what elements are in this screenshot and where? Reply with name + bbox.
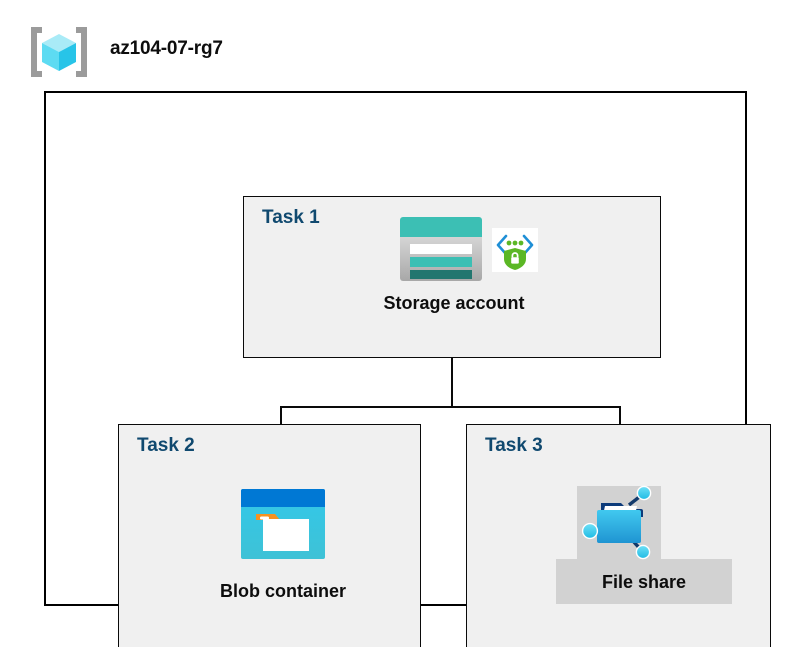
- file-share-icon: [581, 483, 661, 561]
- connector-storage-stem: [451, 323, 453, 408]
- file-share-label-highlight: [556, 559, 732, 604]
- resource-group-header: az104-07-rg7: [28, 24, 448, 82]
- resource-group-name: az104-07-rg7: [110, 38, 223, 59]
- storage-account-caption: Storage account: [383, 293, 525, 313]
- storage-account-icon: [398, 215, 484, 283]
- task-2-label: Task 2: [137, 435, 195, 456]
- task-3-label: Task 3: [485, 435, 543, 456]
- file-share-caption: File share: [601, 572, 687, 592]
- blob-container-caption: Blob container: [219, 581, 346, 601]
- secure-endpoint-icon: [492, 228, 538, 272]
- resource-group-boundary: Task 1: [44, 91, 771, 647]
- task-3-box: Task 3: [466, 424, 771, 647]
- resource-group-icon: [28, 24, 90, 80]
- connector-horizontal-bus: [280, 406, 621, 408]
- task-1-label: Task 1: [262, 207, 320, 228]
- blob-container-icon: [239, 487, 327, 561]
